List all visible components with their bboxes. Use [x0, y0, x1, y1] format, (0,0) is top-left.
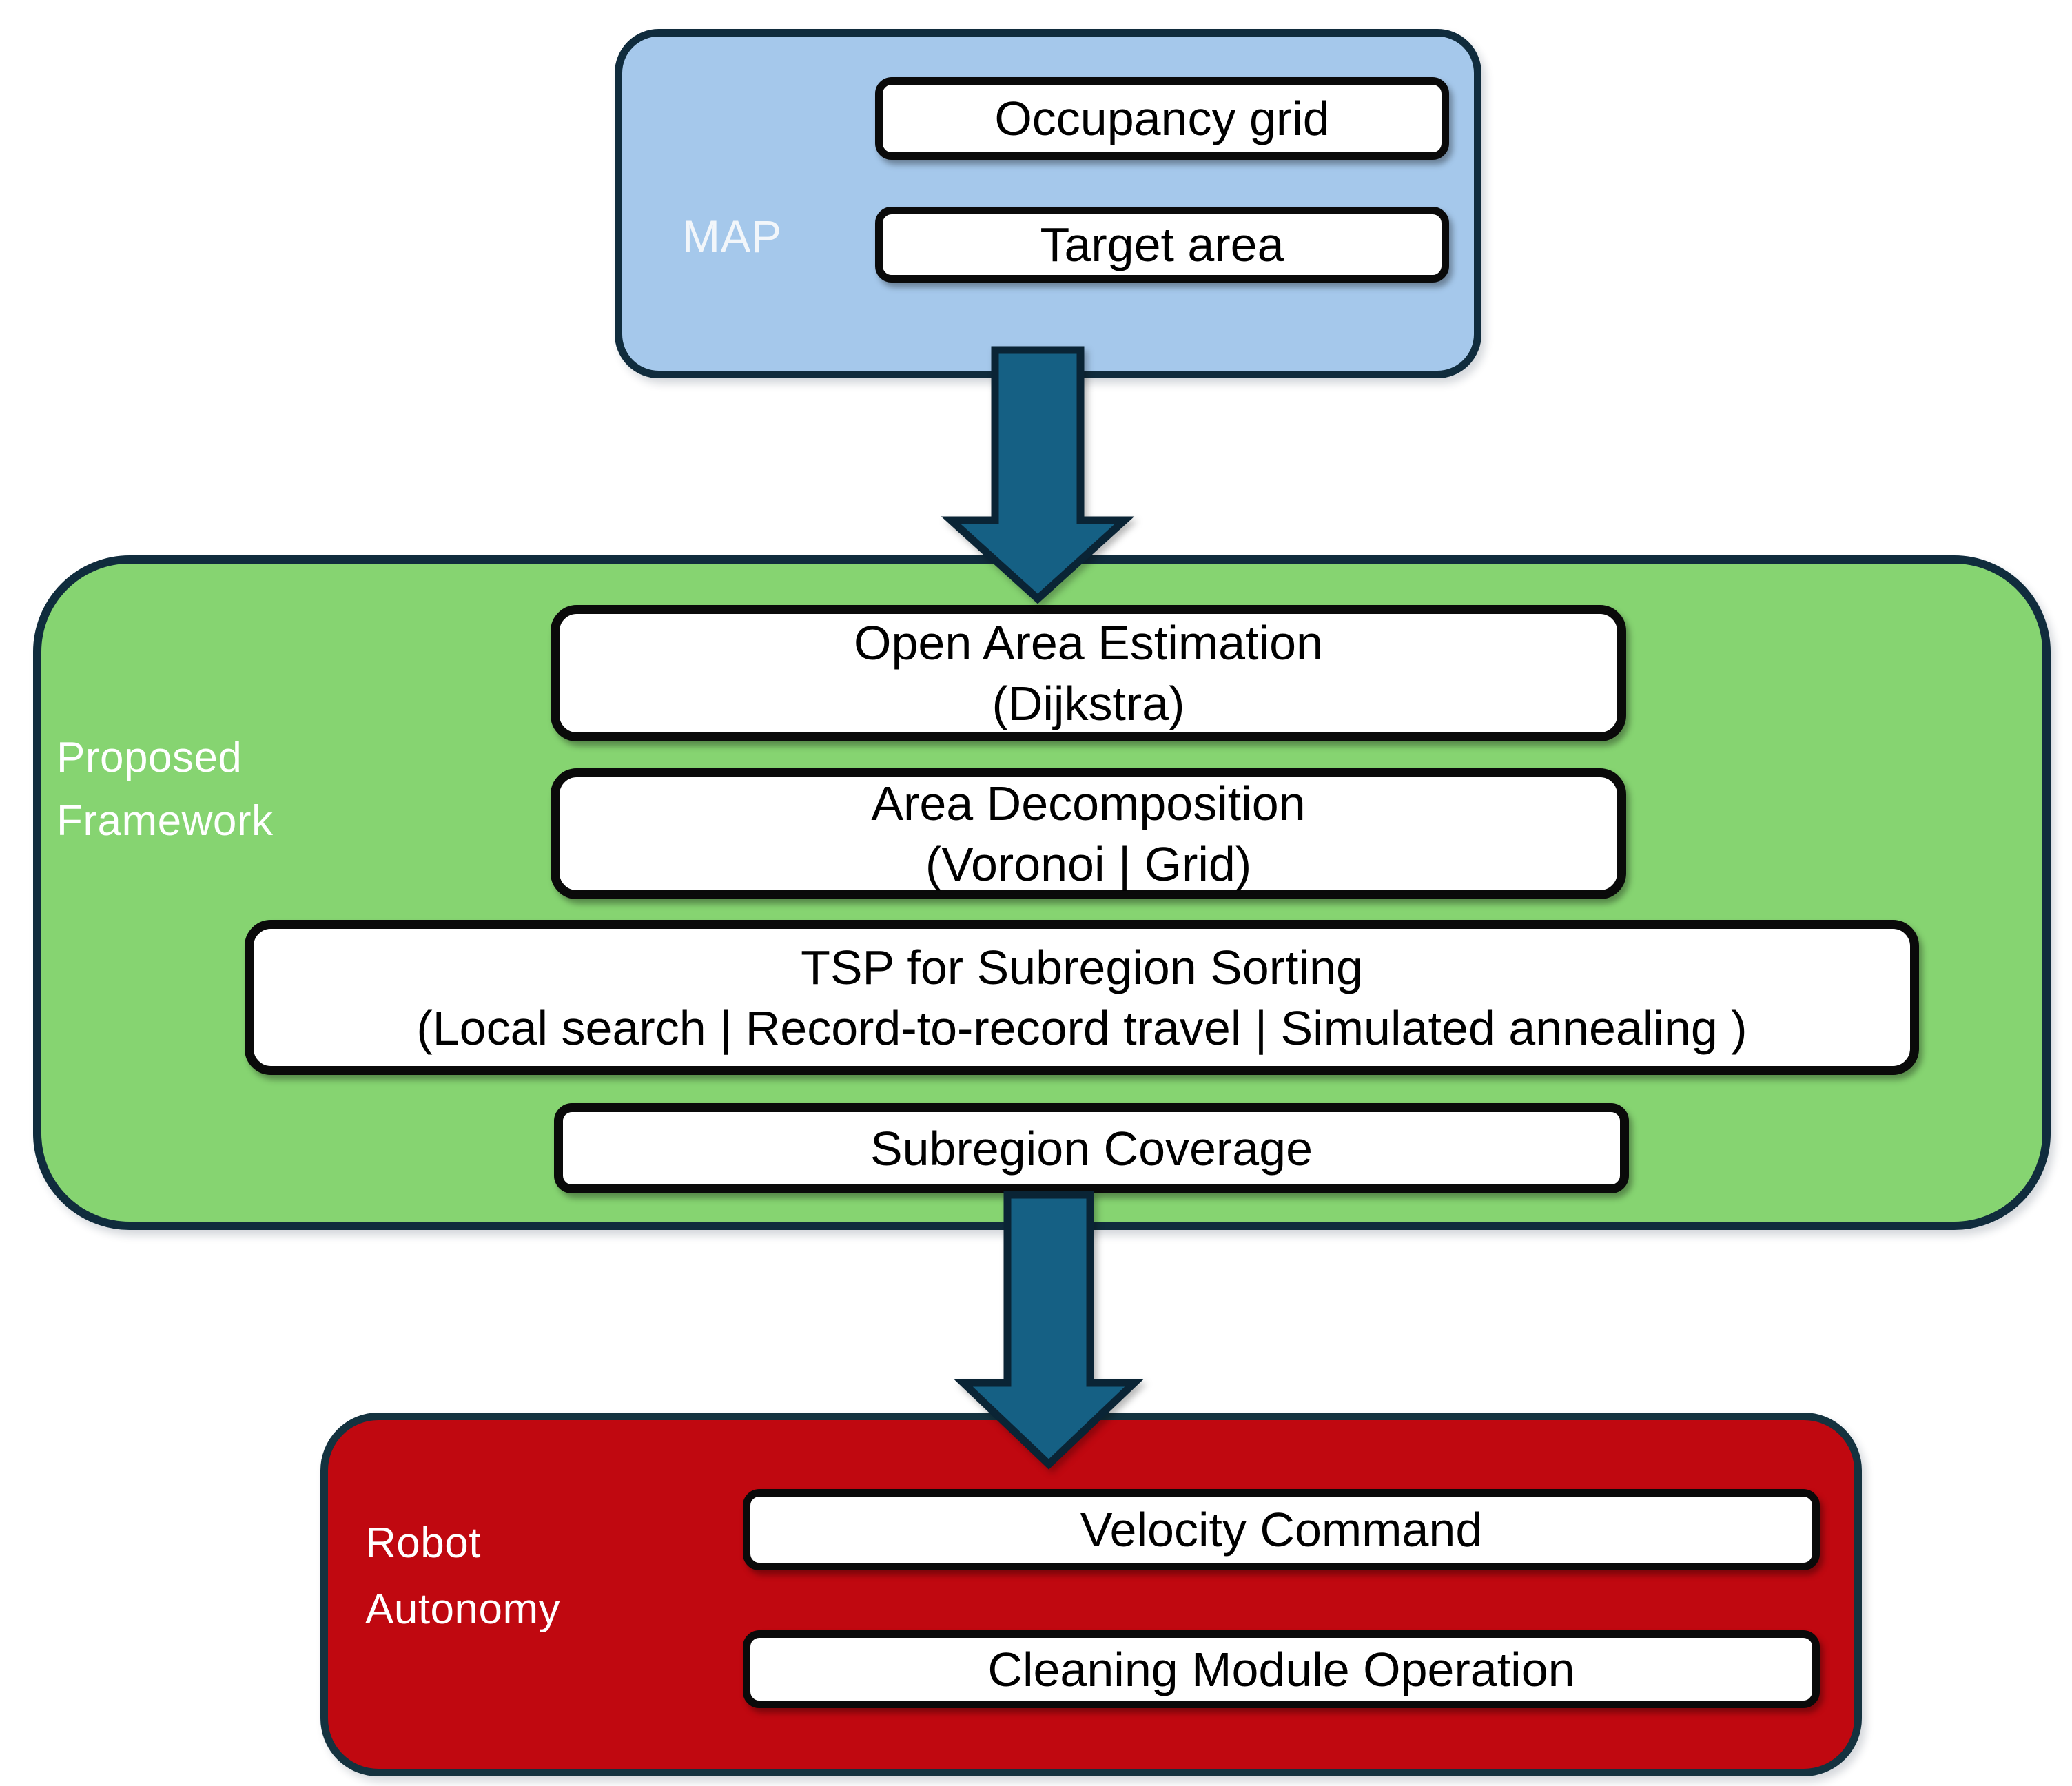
- tsp-subregion-sorting-method: (Local search | Record-to-record travel …: [416, 1000, 1747, 1055]
- robot-autonomy-section: Robot Autonomy Velocity Command Cleaning…: [320, 1413, 1862, 1776]
- proposed-framework-label: Proposed Framework: [57, 726, 274, 853]
- open-area-estimation-box: Open Area Estimation (Dijkstra): [551, 605, 1626, 741]
- robot-autonomy-label-line2: Autonomy: [365, 1585, 561, 1633]
- target-area-box: Target area: [875, 207, 1449, 283]
- map-section-label: MAP: [682, 211, 782, 262]
- tsp-subregion-sorting-title: TSP for Subregion Sorting: [801, 940, 1363, 994]
- proposed-framework-label-line1: Proposed: [57, 734, 243, 781]
- velocity-command-label: Velocity Command: [1080, 1503, 1483, 1557]
- robot-autonomy-label-line1: Robot: [365, 1519, 481, 1567]
- open-area-estimation-method: (Dijkstra): [992, 677, 1185, 730]
- target-area-label: Target area: [1040, 218, 1284, 271]
- cleaning-module-operation-label: Cleaning Module Operation: [987, 1642, 1575, 1696]
- velocity-command-box: Velocity Command: [743, 1489, 1820, 1570]
- occupancy-grid-label: Occupancy grid: [994, 92, 1330, 145]
- proposed-framework-label-line2: Framework: [57, 797, 274, 845]
- tsp-subregion-sorting-box: TSP for Subregion Sorting (Local search …: [245, 920, 1919, 1075]
- robot-autonomy-label: Robot Autonomy: [365, 1510, 560, 1643]
- proposed-framework-section: Proposed Framework Open Area Estimation …: [33, 555, 2051, 1230]
- map-section: MAP Occupancy grid Target area: [615, 29, 1481, 378]
- subregion-coverage-box: Subregion Coverage: [554, 1103, 1629, 1193]
- area-decomposition-title: Area Decomposition: [871, 777, 1306, 830]
- occupancy-grid-box: Occupancy grid: [875, 77, 1449, 160]
- area-decomposition-method: (Voronoi | Grid): [925, 837, 1252, 891]
- cleaning-module-operation-box: Cleaning Module Operation: [743, 1630, 1820, 1708]
- area-decomposition-box: Area Decomposition (Voronoi | Grid): [551, 768, 1626, 899]
- open-area-estimation-title: Open Area Estimation: [854, 616, 1323, 670]
- subregion-coverage-label: Subregion Coverage: [870, 1121, 1313, 1176]
